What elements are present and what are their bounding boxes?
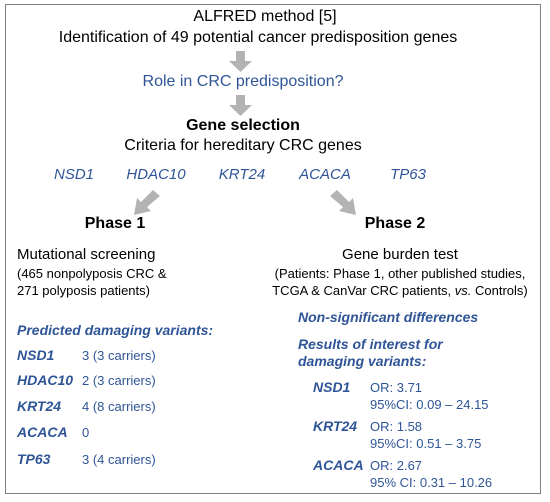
phase2-detail-line2: TCGA & CanVar CRC patients, vs. Controls… — [272, 283, 528, 298]
gene-hdac10: HDAC10 — [126, 166, 186, 183]
phase2-nonsig: Non-significant differences — [298, 309, 479, 325]
gene-selection-title: Gene selection — [186, 117, 300, 134]
result-or: OR: 1.58 — [370, 419, 423, 434]
phase2-interest-line1: Results of interest for — [298, 336, 443, 352]
phase2-detail-vs: vs. — [454, 283, 472, 298]
arrow-down-1 — [229, 51, 252, 72]
arrow-to-phase1 — [134, 190, 160, 215]
method-title: ALFRED method [5] — [193, 8, 337, 25]
variant-value: 4 (8 carriers) — [82, 399, 156, 414]
gene-nsd1: NSD1 — [53, 166, 95, 183]
variant-value: 3 (4 carriers) — [82, 452, 156, 467]
phase1-method: Mutational screening — [17, 246, 156, 263]
phase2-interest-line2: damaging variants: — [298, 353, 427, 369]
diagram-frame — [5, 4, 541, 494]
arrow-to-phase2 — [330, 190, 356, 215]
gene-krt24: KRT24 — [218, 166, 266, 183]
variant-value: 0 — [82, 425, 90, 440]
result-ci: 95% CI: 0.31 – 10.26 — [370, 475, 493, 490]
gene-selection-criteria: Criteria for hereditary CRC genes — [124, 137, 362, 154]
gene-acaca: ACACA — [299, 166, 351, 183]
phase2-detail-line1: (Patients: Phase 1, other published stud… — [274, 266, 526, 281]
phase2-method: Gene burden test — [342, 246, 458, 263]
result-gene: NSD1 — [313, 379, 351, 395]
variant-gene: NSD1 — [17, 347, 55, 363]
variant-value: 3 (3 carriers) — [82, 348, 156, 363]
result-ci: 95%CI: 0.51 – 3.75 — [370, 436, 482, 451]
result-gene: KRT24 — [313, 418, 358, 434]
result-or: OR: 3.71 — [370, 380, 423, 395]
result-or: OR: 2.67 — [370, 458, 423, 473]
phase1-results-title: Predicted damaging variants: — [17, 322, 214, 338]
phase1-title: Phase 1 — [84, 215, 146, 232]
phase1-detail-line1: (465 nonpolyposis CRC & — [17, 266, 167, 281]
phase2-title: Phase 2 — [364, 215, 426, 232]
phase2-detail-text-b: Controls) — [471, 283, 528, 298]
variant-gene: TP63 — [17, 451, 51, 467]
identification-text: Identification of 49 potential cancer pr… — [58, 29, 458, 46]
result-gene: ACACA — [313, 457, 364, 473]
gene-tp63: TP63 — [390, 166, 426, 183]
variant-gene: KRT24 — [17, 398, 62, 414]
variant-value: 2 (3 carriers) — [82, 373, 156, 388]
phase1-detail-line2: 271 polyposis patients) — [17, 283, 150, 298]
phase2-detail-text-a: TCGA & CanVar CRC patients, — [272, 283, 455, 298]
result-ci: 95%CI: 0.09 – 24.15 — [370, 397, 489, 412]
variant-gene: HDAC10 — [17, 372, 74, 388]
question-text: Role in CRC predisposition? — [142, 73, 344, 90]
arrow-down-2 — [229, 95, 252, 116]
variant-gene: ACACA — [17, 424, 68, 440]
